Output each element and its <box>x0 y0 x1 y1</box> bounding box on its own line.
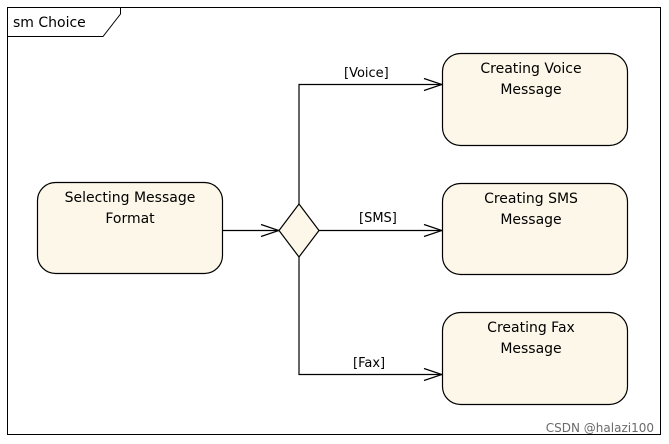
frame-label: sm Choice <box>13 15 86 31</box>
state-box <box>441 311 629 406</box>
state-label: Creating SMS <box>484 191 578 207</box>
choice-pseudostate[interactable] <box>278 203 320 258</box>
transition-voice <box>298 85 442 204</box>
state-label: Message <box>500 341 561 357</box>
guard-fax: [Fax] <box>353 356 385 371</box>
frame-name-tab <box>7 7 121 37</box>
state-creating-sms-message[interactable]: Creating SMS Message <box>441 182 629 276</box>
state-label: Selecting Message <box>65 190 196 206</box>
transition-fax <box>298 257 442 375</box>
state-label: Format <box>105 211 155 227</box>
state-label: Creating Voice <box>480 61 581 77</box>
guard-sms: [SMS] <box>359 211 397 226</box>
state-label: Message <box>500 212 561 228</box>
guard-voice: [Voice] <box>344 66 389 81</box>
watermark-text: CSDN @halazi100 <box>546 421 654 435</box>
state-label: Message <box>500 82 561 98</box>
state-creating-fax-message[interactable]: Creating Fax Message <box>441 311 629 406</box>
state-box <box>441 52 629 147</box>
state-creating-voice-message[interactable]: Creating Voice Message <box>441 52 629 147</box>
state-label: Creating Fax <box>487 320 575 336</box>
state-box <box>441 182 629 276</box>
state-box <box>36 181 224 275</box>
state-selecting-message-format[interactable]: Selecting Message Format <box>36 181 224 275</box>
diagram-frame <box>7 7 661 435</box>
